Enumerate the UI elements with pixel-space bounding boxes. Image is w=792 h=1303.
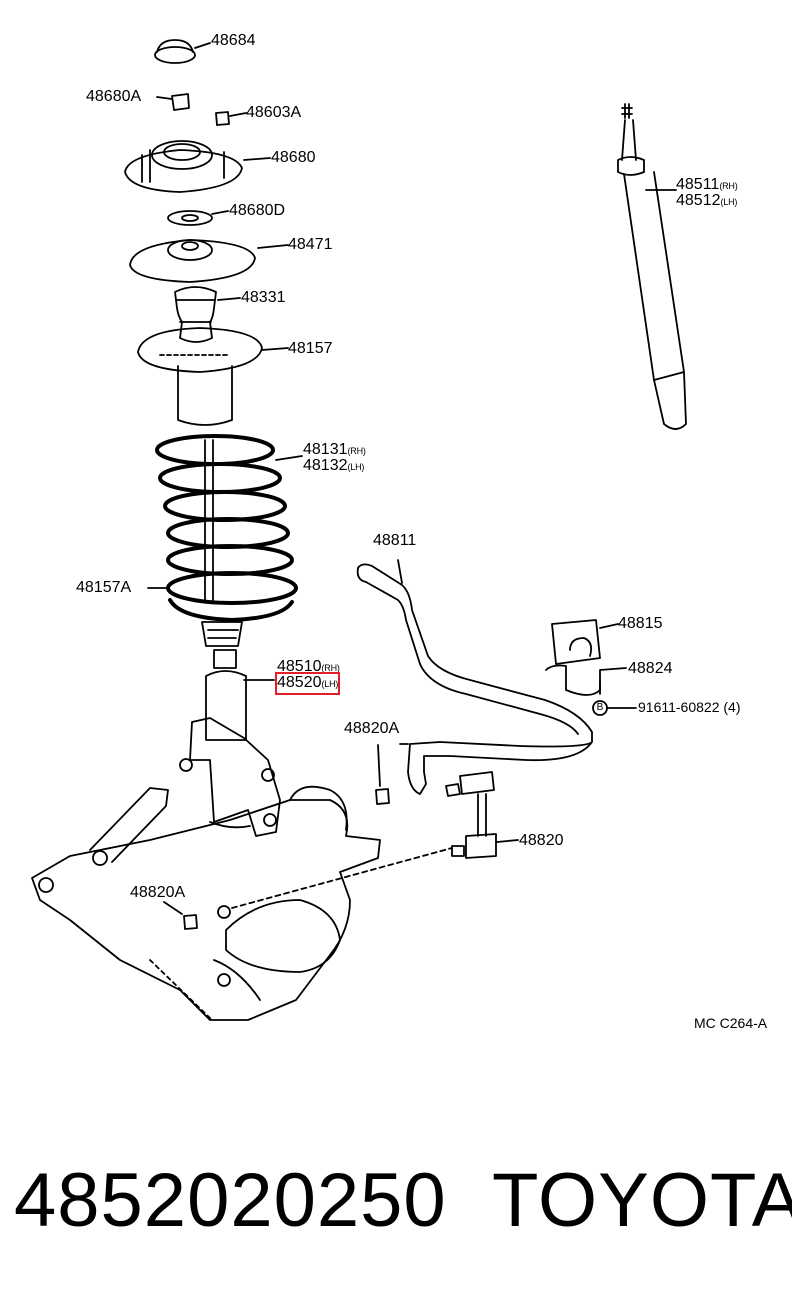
label-48520: 48520 xyxy=(277,674,322,691)
part-number-caption: 4852020250 xyxy=(14,1158,447,1243)
label-48511: 48511 xyxy=(676,176,720,193)
label-48680: 48680 xyxy=(271,149,316,166)
label-48331: 48331 xyxy=(241,289,286,306)
label-48684: 48684 xyxy=(211,32,256,49)
label-48512: 48512 xyxy=(676,192,721,209)
label-48510: 48510 xyxy=(277,658,322,675)
label-48603A: 48603A xyxy=(246,104,302,121)
label-48157: 48157 xyxy=(288,340,333,357)
label-48820A-bottom: 48820A xyxy=(130,884,186,901)
spring-inner-rod-icon xyxy=(204,439,214,601)
label-91611-qty: (4) xyxy=(723,699,741,715)
label-48512-lh: 48512(LH) xyxy=(676,192,737,211)
label-48820: 48820 xyxy=(519,832,564,849)
part-48820A-nut-icon xyxy=(163,744,390,930)
diagram-reference-code: MC C264-A xyxy=(694,1015,768,1031)
part-48157A-lower-seat-icon xyxy=(201,621,243,647)
part-48684-cap-icon xyxy=(154,39,211,64)
assembly-dashed-line xyxy=(231,847,453,909)
lower-arm-knuckle-icon xyxy=(31,785,381,1021)
brand-caption: TOYOTA xyxy=(492,1158,792,1243)
label-48511-suffix: (RH) xyxy=(719,181,738,191)
label-48510-suffix: (RH) xyxy=(321,663,340,673)
part-48603A-nut-icon xyxy=(215,111,247,126)
label-48811: 48811 xyxy=(373,532,417,549)
label-48520-lh-highlighted[interactable]: 48520(LH) xyxy=(274,672,341,695)
label-48680D: 48680D xyxy=(229,202,286,219)
part-48157-insulator-icon xyxy=(137,327,289,426)
label-48131: 48131 xyxy=(303,441,348,458)
part-48824-bracket-icon xyxy=(545,664,627,696)
label-48512-suffix: (LH) xyxy=(720,197,738,207)
label-48520-suffix: (LH) xyxy=(321,679,339,689)
part-48820-stabilizer-link-icon xyxy=(445,771,519,859)
label-48157A: 48157A xyxy=(76,579,132,596)
label-48132-lh: 48132(LH) xyxy=(303,457,364,476)
part-48520-strut-icon xyxy=(179,649,281,837)
label-91611: 91611-60822 (4) xyxy=(638,698,741,716)
label-48132: 48132 xyxy=(303,457,348,474)
label-48680A: 48680A xyxy=(86,88,142,105)
part-48815-bushing-icon xyxy=(551,619,619,665)
part-48680-support-icon xyxy=(124,140,271,193)
part-48680A-nut-icon xyxy=(156,93,190,111)
label-48820A-top: 48820A xyxy=(344,720,400,737)
label-48815: 48815 xyxy=(618,615,663,632)
label-48824: 48824 xyxy=(628,660,673,677)
label-b-marker: B xyxy=(596,702,604,713)
label-48132-suffix: (LH) xyxy=(347,462,365,472)
part-48811-stabilizer-bar-icon xyxy=(356,559,593,795)
part-48331-bumper-icon xyxy=(174,286,241,343)
part-48471-seat-icon xyxy=(129,239,289,283)
part-48511-shock-absorber-icon xyxy=(617,103,687,430)
label-91611-number: 91611-60822 xyxy=(638,699,720,715)
label-48131-rh: 48131(RH) xyxy=(303,441,366,460)
label-48471: 48471 xyxy=(288,236,333,253)
part-48680D-washer-icon xyxy=(167,210,229,226)
leader-48131 xyxy=(275,455,303,461)
exploded-parts-diagram xyxy=(31,39,687,1021)
label-48511-rh: 48511(RH) xyxy=(676,176,738,195)
label-48510-rh: 48510(RH) xyxy=(277,658,340,677)
part-48131-coil-spring-icon xyxy=(155,434,298,622)
label-48131-suffix: (RH) xyxy=(347,446,366,456)
